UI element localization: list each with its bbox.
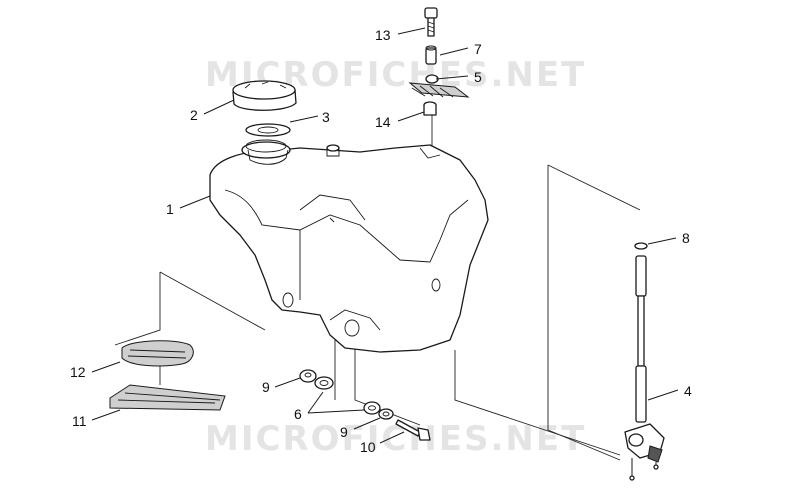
label-13: 13 bbox=[375, 27, 391, 43]
rubber-14 bbox=[423, 101, 437, 116]
label-5: 5 bbox=[474, 69, 482, 85]
label-7: 7 bbox=[474, 41, 482, 57]
label-6: 6 bbox=[294, 406, 302, 422]
pad-11 bbox=[109, 384, 226, 411]
bolt-13 bbox=[424, 7, 438, 37]
watermark-bottom: MICROFICHES.NET bbox=[205, 419, 586, 459]
bracket-5 bbox=[408, 74, 470, 98]
label-11: 11 bbox=[72, 413, 87, 429]
nut-9-left bbox=[299, 369, 317, 383]
label-1: 1 bbox=[166, 201, 174, 217]
label-10: 10 bbox=[360, 439, 376, 455]
label-4: 4 bbox=[684, 383, 692, 399]
label-12: 12 bbox=[70, 364, 86, 380]
label-9-right: 9 bbox=[340, 424, 348, 440]
label-8: 8 bbox=[682, 230, 690, 246]
fuel-cap bbox=[232, 80, 297, 111]
cap-gasket bbox=[245, 123, 291, 137]
callout-labels: 1 2 3 4 5 6 7 8 9 9 10 11 12 13 14 bbox=[70, 27, 692, 455]
spacer-7 bbox=[425, 45, 437, 65]
label-2: 2 bbox=[190, 107, 198, 123]
bolt-10 bbox=[395, 419, 431, 441]
label-14: 14 bbox=[375, 114, 391, 130]
pad-12 bbox=[121, 340, 194, 367]
fuel-tap-4 bbox=[624, 255, 665, 481]
washer-6-right bbox=[363, 401, 381, 415]
washer-6-left bbox=[314, 376, 334, 390]
assembly-lines bbox=[114, 105, 641, 461]
o-ring-8 bbox=[634, 242, 648, 250]
fuel-tank bbox=[209, 139, 489, 353]
label-9-left: 9 bbox=[262, 379, 270, 395]
nut-9-right bbox=[378, 408, 394, 420]
leader-lines bbox=[91, 27, 679, 444]
label-3: 3 bbox=[322, 109, 330, 125]
